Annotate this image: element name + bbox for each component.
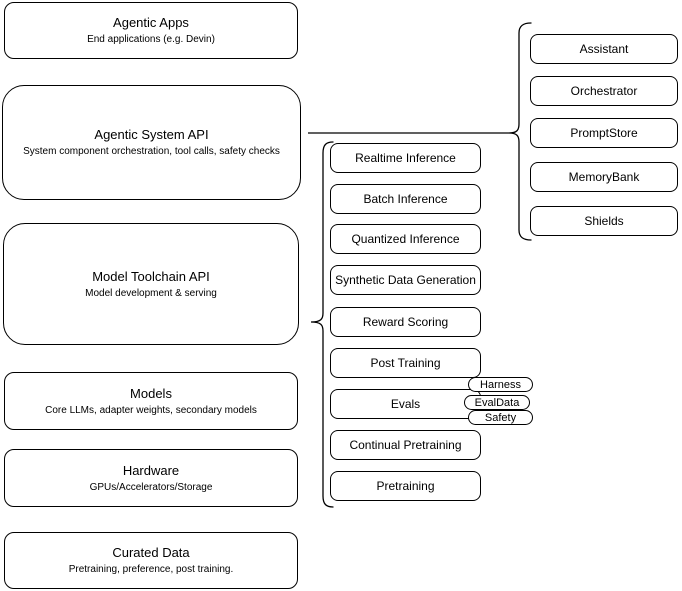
node-curated-data: Curated Data Pretraining, preference, po… bbox=[4, 532, 298, 589]
node-title: Models bbox=[130, 385, 172, 401]
node-synthetic-data-generation: Synthetic Data Generation bbox=[330, 265, 481, 295]
toolchain-brace bbox=[310, 141, 334, 508]
node-subtitle: Core LLMs, adapter weights, secondary mo… bbox=[45, 404, 257, 416]
node-subtitle: GPUs/Accelerators/Storage bbox=[89, 481, 213, 493]
node-shields: Shields bbox=[530, 206, 678, 236]
node-title: Model Toolchain API bbox=[92, 268, 210, 284]
node-batch-inference: Batch Inference bbox=[330, 184, 481, 214]
node-models: Models Core LLMs, adapter weights, secon… bbox=[4, 372, 298, 430]
node-title: Hardware bbox=[122, 462, 180, 478]
node-subtitle: End applications (e.g. Devin) bbox=[87, 34, 215, 45]
node-orchestrator: Orchestrator bbox=[530, 76, 678, 106]
node-memorybank: MemoryBank bbox=[530, 162, 678, 192]
node-assistant: Assistant bbox=[530, 34, 678, 64]
node-subtitle: Pretraining, preference, post training. bbox=[68, 564, 234, 575]
node-title: Agentic System API bbox=[94, 127, 209, 142]
node-realtime-inference: Realtime Inference bbox=[330, 143, 481, 173]
tag-evaldata: EvalData bbox=[464, 395, 530, 410]
node-title: Agentic Apps bbox=[113, 15, 189, 30]
node-hardware: Hardware GPUs/Accelerators/Storage bbox=[4, 449, 298, 507]
node-subtitle: Model development & serving bbox=[85, 287, 217, 299]
node-evals: Evals bbox=[330, 389, 481, 419]
node-agentic-system-api: Agentic System API System component orch… bbox=[2, 85, 301, 200]
node-pretraining: Pretraining bbox=[330, 471, 481, 501]
tag-harness: Harness bbox=[468, 377, 533, 392]
node-promptstore: PromptStore bbox=[530, 118, 678, 148]
node-post-training: Post Training bbox=[330, 348, 481, 378]
node-reward-scoring: Reward Scoring bbox=[330, 307, 481, 337]
tag-safety: Safety bbox=[468, 410, 533, 425]
node-continual-pretraining: Continual Pretraining bbox=[330, 430, 481, 460]
node-title: Curated Data bbox=[112, 545, 190, 560]
node-model-toolchain-api: Model Toolchain API Model development & … bbox=[3, 223, 299, 345]
system-components-brace bbox=[508, 22, 532, 241]
node-subtitle: System component orchestration, tool cal… bbox=[23, 146, 280, 157]
node-quantized-inference: Quantized Inference bbox=[330, 224, 481, 254]
node-agentic-apps: Agentic Apps End applications (e.g. Devi… bbox=[4, 2, 298, 59]
